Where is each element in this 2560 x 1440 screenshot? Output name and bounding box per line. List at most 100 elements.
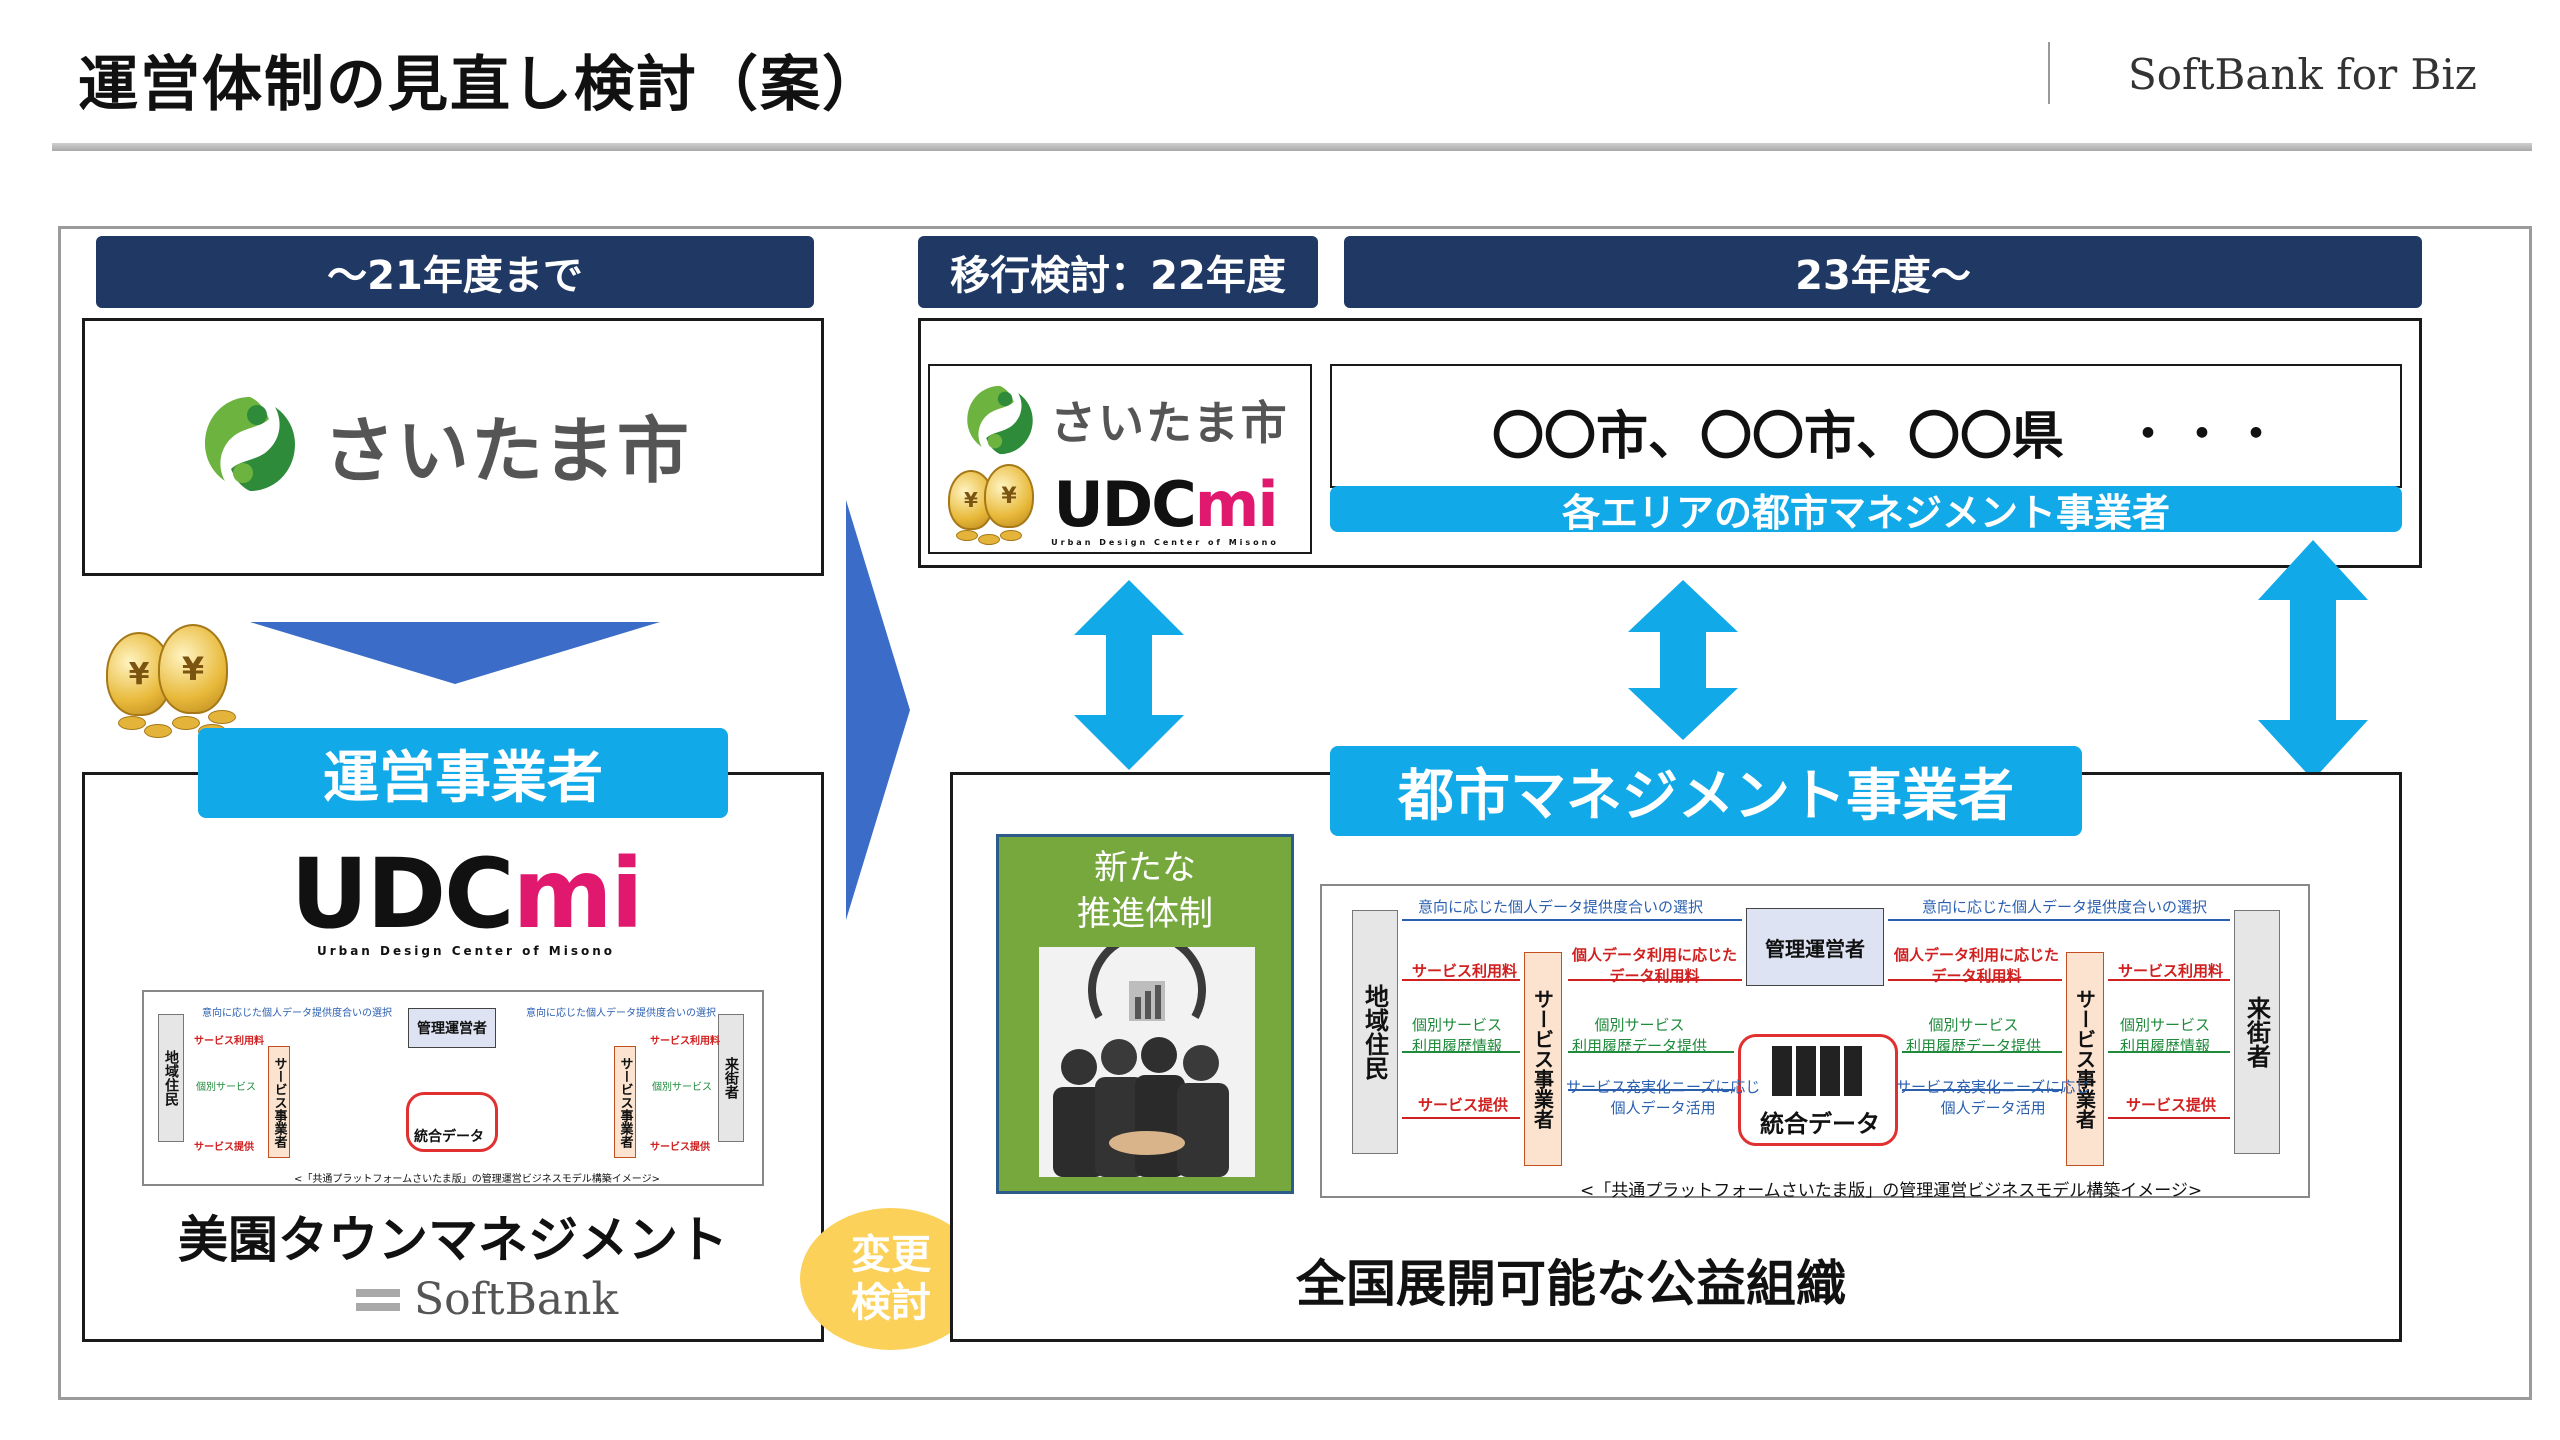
- company-name: 美園タウンマネジメント: [178, 1211, 728, 1269]
- promo-title: 新たな 推進体制: [999, 837, 1291, 937]
- operator-label: 運営事業者: [198, 728, 728, 818]
- service-provider-left: サービス事業者: [1524, 952, 1562, 1166]
- saitama-city-logo: さいたま市: [195, 389, 691, 499]
- history-provision-left: 個別サービス 利用履歴データ提供: [1572, 1014, 1707, 1056]
- integrated-data-label: 統合データ: [1760, 1110, 1880, 1138]
- diagram-caption-large: <「共通プラットフォームさいたま版」の管理運営ビジネスモデル構築イメージ>: [1580, 1181, 2203, 1201]
- integrated-data-core: [406, 1092, 498, 1152]
- service-fee-left: サービス利用料: [1412, 962, 1518, 980]
- service-fee-left: サービス利用料: [194, 1036, 264, 1047]
- softbank-for-biz-logo: SoftBank for Biz: [2128, 50, 2477, 99]
- data-fee-left-line1: 個人データ利用に応じた: [1572, 946, 1738, 964]
- visitors-bar: 来街者: [718, 1014, 744, 1142]
- transition-arrow-icon: [846, 500, 910, 920]
- manager-box: 管理運営者: [408, 1008, 496, 1048]
- needs-left-line1: サービス充実化ニーズに応じ: [1566, 1078, 1761, 1096]
- data-fee-right-line1: 個人データ利用に応じた: [1894, 946, 2060, 964]
- consent-selection-left: 意向に応じた個人データ提供度合いの選択: [1418, 898, 1704, 916]
- cities-text: 〇〇市、〇〇市、〇〇県: [1492, 407, 2065, 467]
- period-until-fy21: ～21年度まで: [96, 236, 814, 308]
- saitama-city-logo-small: さいたま市: [960, 380, 1289, 460]
- saitama-emblem-icon: [967, 385, 1033, 455]
- service-history-right: 個別サービス 利用履歴情報: [2120, 1014, 2210, 1056]
- history-provision-right: 個別サービス 利用履歴データ提供: [1906, 1014, 2041, 1056]
- service-fee-right: サービス利用料: [2118, 962, 2224, 980]
- saitama-udc-box: さいたま市 ¥ ¥ UDCmi Urban Design Center of M…: [928, 364, 1312, 554]
- integrated-data-label: 統合データ: [414, 1129, 484, 1145]
- money-bags-icon-small: ¥ ¥: [946, 464, 1036, 548]
- double-arrow-icon: [2258, 540, 2368, 780]
- change-badge-line2: 検討: [851, 1280, 931, 1326]
- manager-box: 管理運営者: [1746, 908, 1884, 986]
- needs-left-line2: 個人データ活用: [1610, 1099, 1716, 1117]
- history-provision-right-line1: 個別サービス: [1928, 1016, 2019, 1034]
- udc-logo-main-left-small: UDC: [1053, 468, 1196, 541]
- history-provision-left-line1: 個別サービス: [1594, 1016, 1685, 1034]
- server-icon: [1772, 1046, 1862, 1096]
- service-history-left-line1: 個別サービス: [1412, 1016, 1503, 1034]
- softbank-bars-icon: [356, 1288, 400, 1311]
- money-bags-icon: ¥ ¥: [100, 624, 240, 744]
- visitors-bar: 来街者: [2234, 910, 2280, 1154]
- needs-right-line2: 個人データ活用: [1940, 1099, 2046, 1117]
- business-model-diagram-large: 地域住民 来街者 サービス事業者 サービス事業者 管理運営者 統合データ 意向に…: [1320, 884, 2310, 1198]
- diagram-arrows: [1402, 919, 2230, 1119]
- consent-selection-left: 意向に応じた個人データ提供度合いの選択: [202, 1008, 392, 1019]
- residents-bar: 地域住民: [158, 1014, 184, 1142]
- consent-selection-right: 意向に応じた個人データ提供度合いの選択: [1922, 898, 2208, 916]
- residents-bar: 地域住民: [1352, 910, 1398, 1154]
- team-handshake-icon: [1039, 947, 1255, 1177]
- slide-title: 運営体制の見直し検討（案）: [78, 50, 884, 120]
- public-organization-text: 全国展開可能な公益組織: [1296, 1255, 1846, 1313]
- consent-selection-right: 意向に応じた個人データ提供度合いの選択: [526, 1008, 716, 1019]
- diagram-caption-small: <「共通プラットフォームさいたま版」の管理運営ビジネスモデル構築イメージ>: [294, 1174, 660, 1185]
- period-transition-fy22: 移行検討：22年度: [918, 236, 1318, 308]
- down-arrow-icon: [250, 622, 660, 684]
- udcmi-logo-left: UDCmi Urban Design Center of Misono: [290, 846, 643, 958]
- header-divider: [2048, 42, 2050, 104]
- udc-logo-main-right-small: mi: [1194, 468, 1279, 541]
- saitama-logo-text: さいたま市: [323, 408, 691, 493]
- softbank-logo: SoftBank: [356, 1274, 618, 1325]
- double-arrow-icon: [1074, 580, 1184, 770]
- service-history-left: 個別サービス: [196, 1082, 256, 1093]
- service-history-right-line1: 個別サービス: [2120, 1016, 2211, 1034]
- udc-logo-sub-small: Urban Design Center of Misono: [1051, 538, 1279, 547]
- service-provider-left: サービス事業者: [268, 1046, 290, 1158]
- history-provision-right-line2: 利用履歴データ提供: [1906, 1037, 2042, 1055]
- content-frame: [58, 226, 2532, 1400]
- service-history-right-line2: 利用履歴情報: [2120, 1037, 2211, 1055]
- udc-logo-main-left: UDC: [290, 838, 514, 950]
- service-provision-left: サービス提供: [1418, 1096, 1509, 1114]
- history-provision-left-line2: 利用履歴データ提供: [1572, 1037, 1708, 1055]
- cities-box: 〇〇市、〇〇市、〇〇県 ・・・: [1330, 364, 2402, 488]
- saitama-box-left: さいたま市: [82, 318, 824, 576]
- service-provision-right: サービス提供: [2126, 1096, 2217, 1114]
- new-promotion-panel: 新たな 推進体制: [996, 834, 1294, 1194]
- period-from-fy23: 23年度～: [1344, 236, 2422, 308]
- softbank-logo-text: SoftBank: [414, 1274, 619, 1325]
- needs-right: サービス充実化ニーズに応じ 個人データ活用: [1896, 1076, 2090, 1118]
- service-provider-right: サービス事業者: [614, 1046, 636, 1158]
- udc-logo-sub: Urban Design Center of Misono: [316, 944, 616, 958]
- double-arrow-icon: [1628, 580, 1738, 740]
- needs-right-line1: サービス充実化ニーズに応じ: [1896, 1078, 2091, 1096]
- saitama-emblem-icon: [205, 397, 295, 491]
- service-fee-right: サービス利用料: [650, 1036, 720, 1047]
- cities-ellipsis: ・・・: [2126, 409, 2288, 460]
- promo-title-line2: 推進体制: [1077, 894, 1213, 934]
- udcmi-logo-right: UDCmi Urban Design Center of Misono: [1050, 474, 1280, 548]
- service-provision-right: サービス提供: [650, 1142, 710, 1153]
- needs-left: サービス充実化ニーズに応じ 個人データ活用: [1566, 1076, 1760, 1118]
- service-history-right: 個別サービス: [652, 1082, 712, 1093]
- area-operators-label: 各エリアの都市マネジメント事業者: [1330, 486, 2402, 535]
- service-history-left: 個別サービス 利用履歴情報: [1412, 1014, 1502, 1056]
- service-history-left-line2: 利用履歴情報: [1412, 1037, 1503, 1055]
- udc-logo-main-right: mi: [512, 838, 644, 950]
- business-model-diagram-small: 地域住民 来街者 サービス事業者 サービス事業者 管理運営者 統合データ 意向に…: [142, 990, 764, 1186]
- service-provision-left: サービス提供: [194, 1142, 254, 1153]
- header-rule: [52, 143, 2532, 151]
- saitama-logo-text-small: さいたま市: [1050, 396, 1289, 450]
- integrated-data-core: [1738, 1034, 1898, 1146]
- city-management-label: 都市マネジメント事業者: [1330, 746, 2082, 836]
